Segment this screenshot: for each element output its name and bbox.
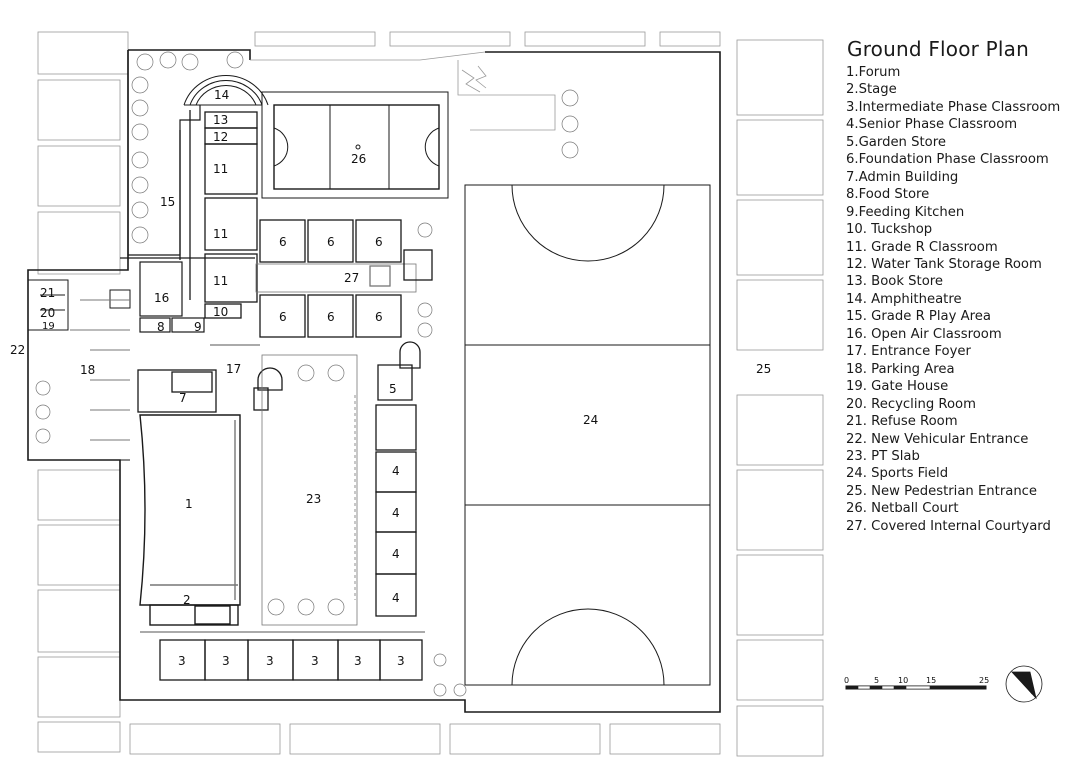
label-amphitheatre: 14 <box>214 88 229 102</box>
legend-item: 15. Grade R Play Area <box>846 309 991 325</box>
legend-item: 25. New Pedestrian Entrance <box>846 483 1038 499</box>
label-garden-store: 5 <box>389 382 397 396</box>
legend-item: 5.Garden Store <box>846 134 946 150</box>
label-foundation-classroom-5: 6 <box>327 310 335 324</box>
legend-item: 26. Netball Court <box>846 501 959 517</box>
admin-building <box>137 344 283 413</box>
scale-tick-25: 25 <box>979 676 989 685</box>
label-pedestrian-entrance: 25 <box>756 362 771 376</box>
label-gate-house: 19 <box>42 321 55 332</box>
legend-item: 6.Foundation Phase Classroom <box>846 152 1049 168</box>
scale-tick-10: 10 <box>898 676 908 685</box>
label-grade-r-classroom-1: 11 <box>213 162 228 176</box>
legend-item: 14. Amphitheatre <box>846 291 962 307</box>
legend-item: 2.Stage <box>846 82 897 98</box>
label-refuse: 21 <box>40 286 55 300</box>
label-tuckshop: 10 <box>213 305 228 319</box>
legend-item: 13. Book Store <box>846 274 944 290</box>
foundation-phase-blocks <box>255 219 433 338</box>
legend-item: 10. Tuckshop <box>846 222 933 238</box>
label-netball-court: 26 <box>351 152 366 166</box>
label-stage: 2 <box>183 593 191 607</box>
pt-slab <box>261 354 358 626</box>
scale-bar <box>845 685 987 690</box>
label-recycling: 20 <box>40 306 55 320</box>
label-covered-courtyard: 27 <box>344 271 359 285</box>
legend-item: 18. Parking Area <box>846 361 955 377</box>
label-foundation-classroom-2: 6 <box>327 235 335 249</box>
amphitheatre <box>183 75 269 106</box>
legend-item: 17. Entrance Foyer <box>846 344 971 360</box>
label-food-store: 8 <box>157 320 165 334</box>
legend-item: 16. Open Air Classroom <box>846 326 1002 342</box>
grade-r-play-area <box>120 50 255 333</box>
label-grade-r-classroom-3: 11 <box>213 274 228 288</box>
label-entrance-foyer: 17 <box>226 362 241 376</box>
label-grade-r-classroom-2: 11 <box>213 227 228 241</box>
legend-item: 21. Refuse Room <box>846 414 958 430</box>
label-foundation-classroom-6: 6 <box>375 310 383 324</box>
trees <box>35 51 579 697</box>
label-foundation-classroom-1: 6 <box>279 235 287 249</box>
label-senior-classroom-2: 4 <box>392 506 400 520</box>
label-feeding-kitchen: 9 <box>194 320 202 334</box>
label-senior-classroom-3: 4 <box>392 547 400 561</box>
label-parking: 18 <box>80 363 95 377</box>
scale-tick-5: 5 <box>874 676 879 685</box>
label-intermediate-classroom-1: 3 <box>178 654 186 668</box>
plan-title: Ground Floor Plan <box>847 37 1029 62</box>
legend-item: 24. Sports Field <box>846 466 949 482</box>
label-pt-slab: 23 <box>306 492 321 506</box>
scale-tick-0: 0 <box>844 676 849 685</box>
label-book-store: 13 <box>213 113 228 127</box>
label-senior-classroom-4: 4 <box>392 591 400 605</box>
label-foundation-classroom-4: 6 <box>279 310 287 324</box>
legend-item: 23. PT Slab <box>846 448 920 464</box>
label-foundation-classroom-3: 6 <box>375 235 383 249</box>
label-sports-field: 24 <box>583 413 598 427</box>
label-forum: 1 <box>185 497 193 511</box>
legend-item: 19. Gate House <box>846 379 949 395</box>
legend-item: 7.Admin Building <box>846 169 959 185</box>
label-intermediate-classroom-6: 3 <box>397 654 405 668</box>
label-intermediate-classroom-2: 3 <box>222 654 230 668</box>
north-landscape <box>250 51 556 131</box>
label-vehicular-entrance: 22 <box>10 343 25 357</box>
neighbour-plots <box>37 31 824 757</box>
legend-item: 3.Intermediate Phase Classroom <box>846 99 1061 115</box>
senior-phase-block <box>375 341 421 617</box>
parking-area <box>27 279 131 461</box>
label-intermediate-classroom-4: 3 <box>311 654 319 668</box>
label-grade-r-play: 15 <box>160 195 175 209</box>
label-water-tank: 12 <box>213 130 228 144</box>
legend-item: 20. Recycling Room <box>846 396 976 412</box>
label-senior-classroom-1: 4 <box>392 464 400 478</box>
north-arrow-icon <box>1005 665 1043 703</box>
legend-item: 11. Grade R Classroom <box>846 239 998 255</box>
site-boundary <box>27 49 721 713</box>
sports-field <box>464 184 711 686</box>
legend-item: 12. Water Tank Storage Room <box>846 256 1042 272</box>
scale-tick-15: 15 <box>926 676 936 685</box>
forum-stage <box>139 414 241 626</box>
label-admin: 7 <box>179 391 187 405</box>
label-intermediate-classroom-3: 3 <box>266 654 274 668</box>
legend-item: 27. Covered Internal Courtyard <box>846 518 1051 534</box>
netball-court <box>261 91 449 199</box>
legend-item: 22. New Vehicular Entrance <box>846 431 1029 447</box>
legend-item: 1.Forum <box>846 65 901 80</box>
legend-item: 4.Senior Phase Classroom <box>846 117 1018 133</box>
legend-item: 8.Food Store <box>846 187 930 203</box>
label-open-air-classroom: 16 <box>154 291 169 305</box>
legend-item: 9.Feeding Kitchen <box>846 204 965 220</box>
intermediate-phase-block <box>140 631 425 681</box>
label-intermediate-classroom-5: 3 <box>354 654 362 668</box>
